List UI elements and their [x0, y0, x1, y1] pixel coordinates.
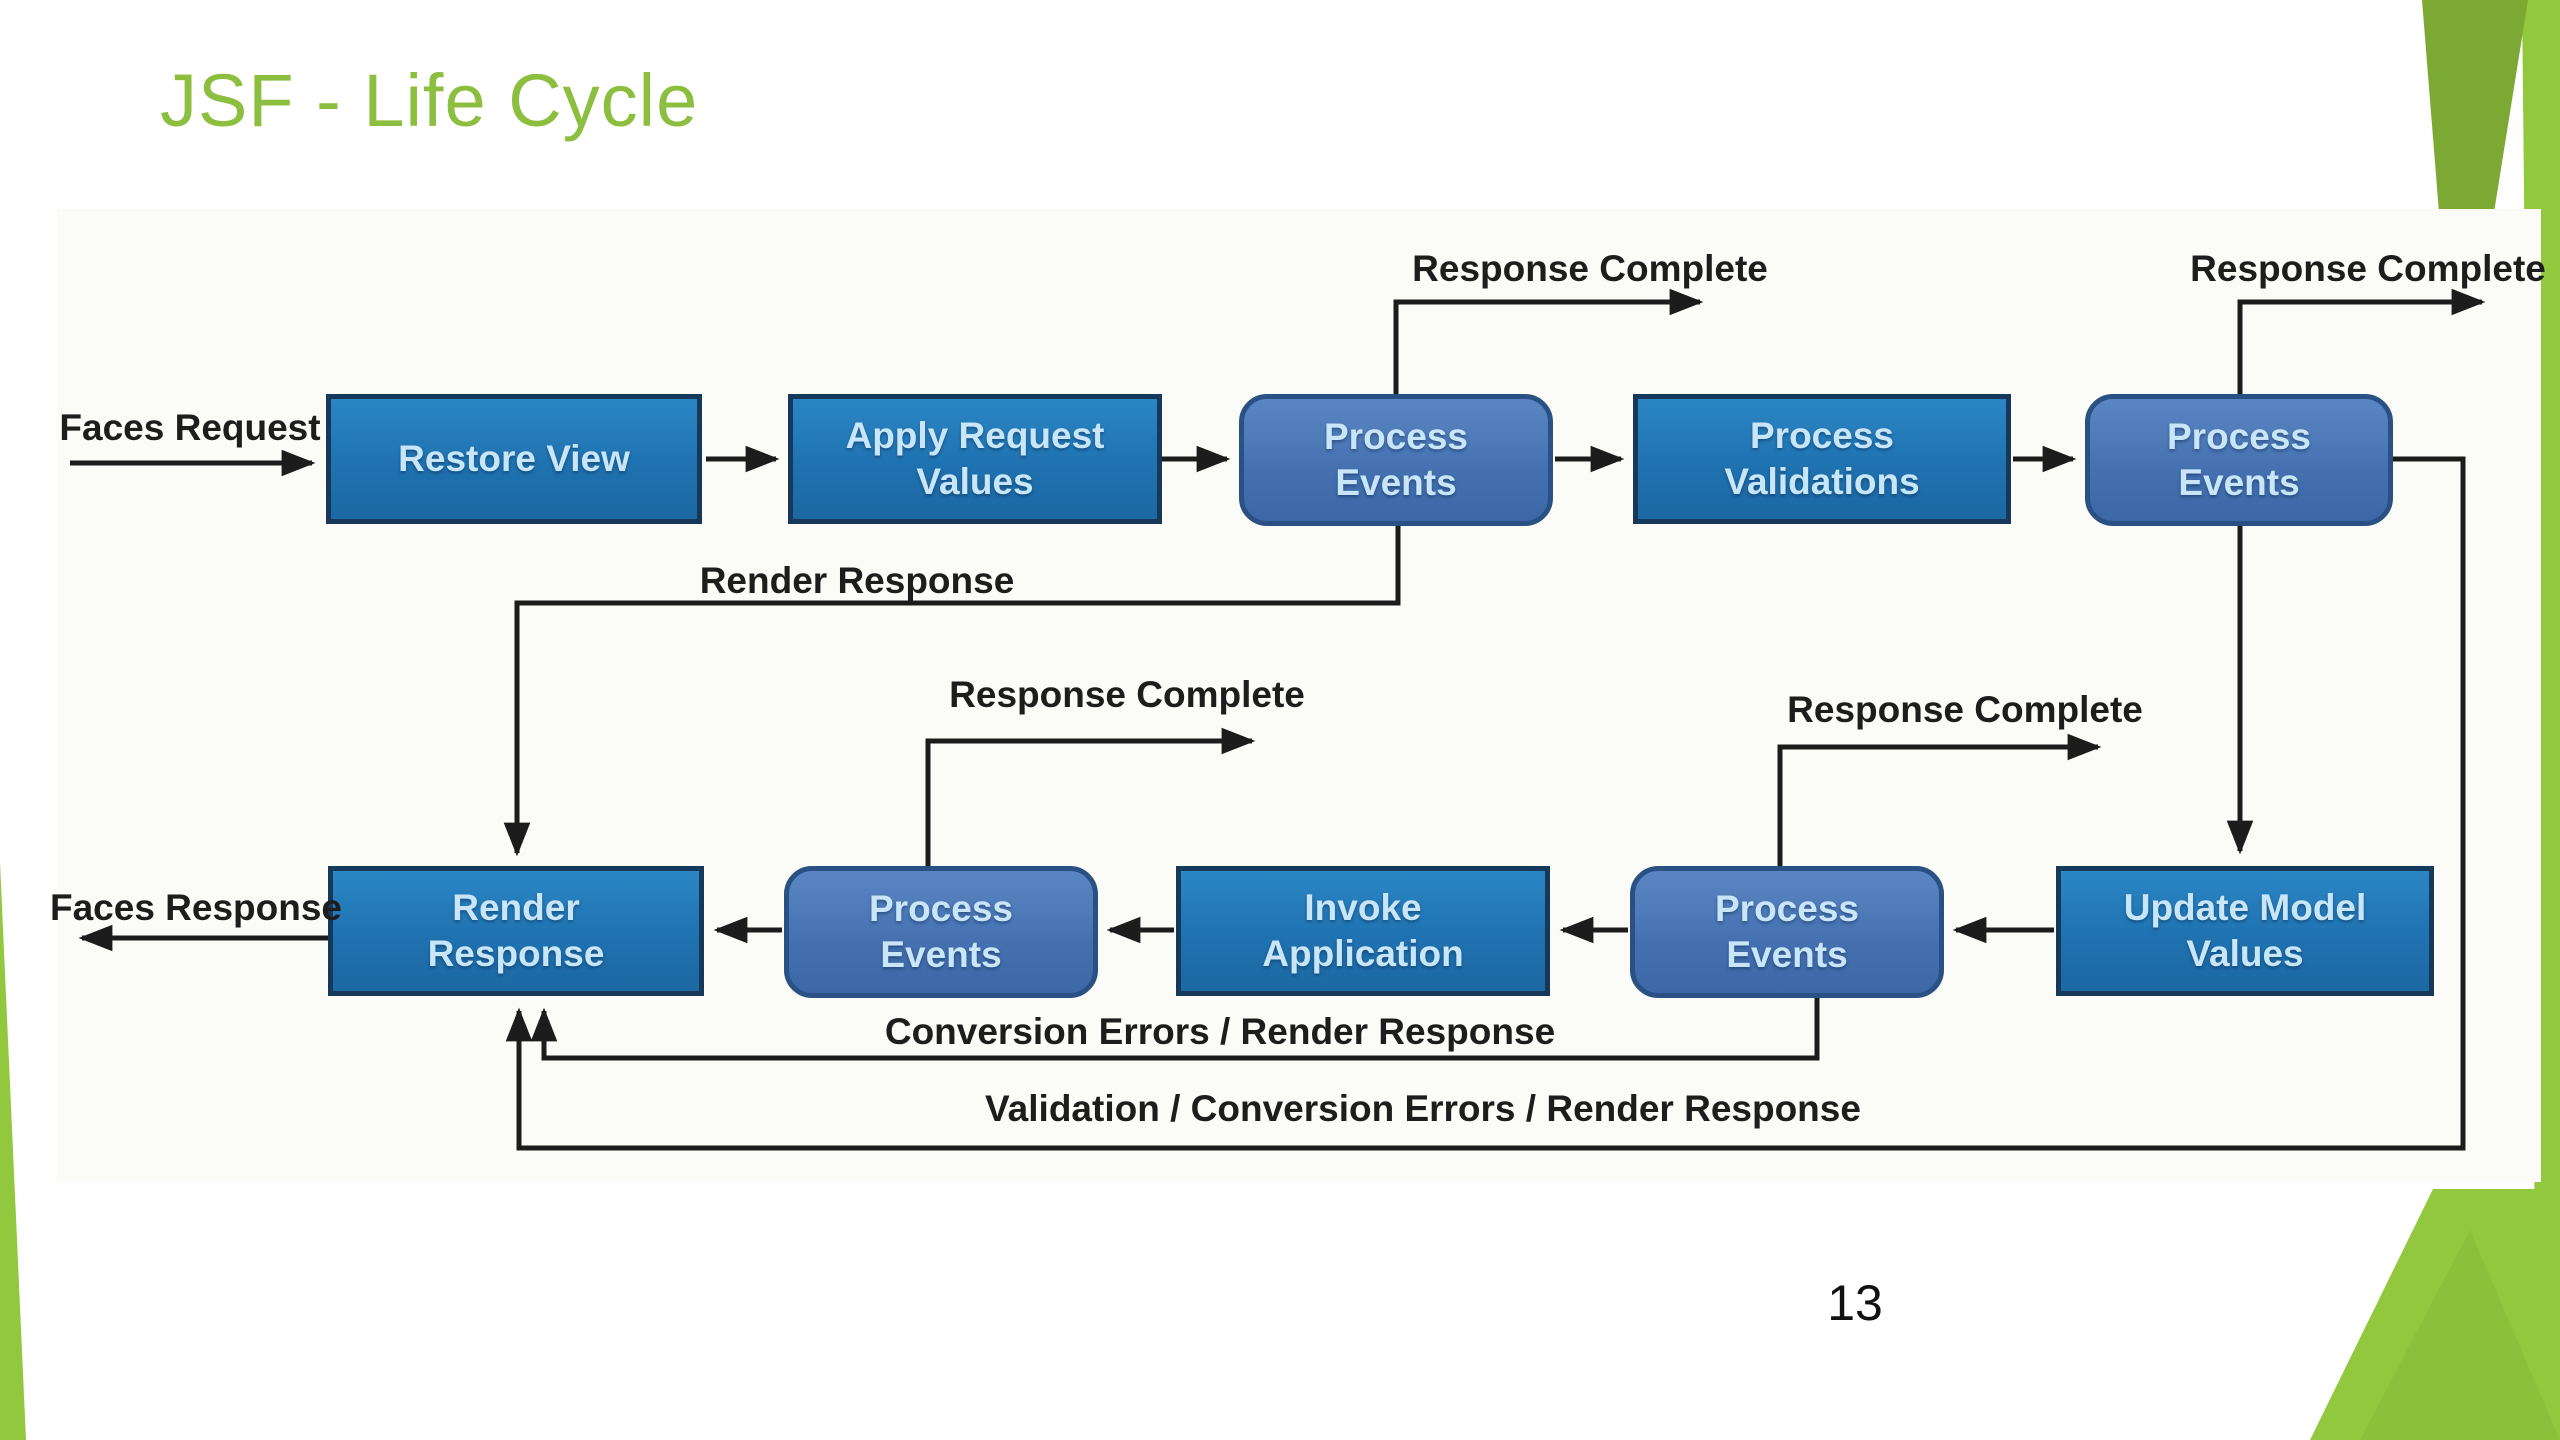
box-label: Process Validations [1724, 414, 1920, 502]
edge-label-response-complete-3: Response Complete [949, 674, 1305, 715]
edge-label-conversion-errors: Conversion Errors / Render Response [884, 1011, 1556, 1052]
box-process-validations: Process Validations [1633, 394, 2011, 524]
box-process-events-4: Process Events [1630, 866, 1944, 998]
box-label: Invoke Application [1262, 886, 1464, 974]
edge-label-response-complete-2: Response Complete [2190, 248, 2546, 289]
edge-response-complete-1 [1393, 288, 1704, 394]
box-update-model-values: Update Model Values [2056, 866, 2434, 996]
box-label: Process Events [1324, 415, 1468, 503]
box-label: Restore View [398, 437, 630, 479]
edge-label-validation-errors: Validation / Conversion Errors / Render … [985, 1088, 1861, 1129]
box-invoke-application: Invoke Application [1176, 866, 1550, 996]
edge-conversion-errors [530, 996, 1820, 1061]
edge-label-faces-request: Faces Request [59, 407, 321, 448]
edge-label-render-response: Render Response [699, 560, 1015, 601]
flowchart-panel [57, 209, 2541, 1182]
decoration-bottom-right-wedge [2310, 1189, 2560, 1440]
edge-response-complete-2 [2237, 288, 2486, 394]
decoration-bottom-left-sliver [0, 862, 26, 1440]
box-process-events-1: Process Events [1239, 394, 1553, 526]
edge-label-faces-response: Faces Response [49, 887, 343, 928]
edge-response-complete-4 [1777, 733, 2102, 866]
box-process-events-3: Process Events [784, 866, 1098, 998]
box-apply-request-values: Apply Request Values [788, 394, 1162, 524]
slide-title: JSF - Life Cycle [160, 59, 699, 142]
edge-response-complete-3 [925, 727, 1256, 866]
box-process-events-2: Process Events [2085, 394, 2393, 526]
box-label: Process Events [2167, 415, 2311, 503]
box-label: Apply Request Values [845, 414, 1105, 502]
page-number: 13 [1827, 1275, 1883, 1331]
edge-label-response-complete-1: Response Complete [1412, 248, 1768, 289]
box-label: Process Events [869, 887, 1013, 975]
decoration-bottom-right-shade [2360, 1230, 2560, 1440]
box-label: Process Events [1715, 887, 1859, 975]
box-label: Render Response [427, 886, 605, 974]
edge-label-response-complete-4: Response Complete [1787, 689, 2143, 730]
box-restore-view: Restore View [326, 394, 702, 524]
box-label: Update Model Values [2123, 886, 2367, 974]
edge-render-response-loop [503, 526, 1401, 857]
box-render-response: Render Response [328, 866, 704, 996]
edge-validation-errors [505, 456, 2466, 1151]
